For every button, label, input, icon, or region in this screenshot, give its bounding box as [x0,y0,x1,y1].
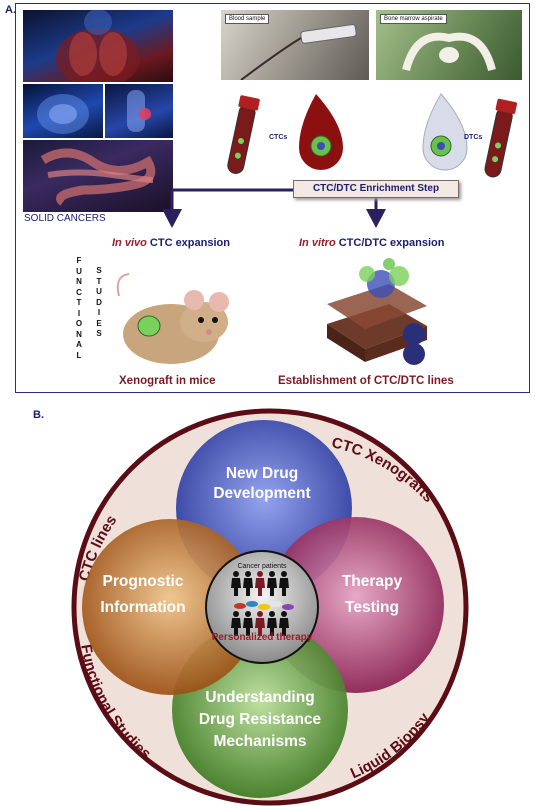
understanding-line-3: Mechanisms [213,733,306,750]
blood-tube-and-drop [227,94,343,174]
in-vitro-suffix: CTC/DTC expansion [335,237,445,249]
panel-b-diagram: CTC lines CTC Xenografts Functional Stud… [71,408,469,806]
vertical-letter: F [76,256,82,265]
cell-lines-caption: Establishment of CTC/DTC lines [278,375,454,387]
in-vitro-prefix: In vitro [299,237,336,249]
blood-sample-photo: Blood sample [221,10,369,80]
vertical-letter: L [76,350,82,360]
vertical-letter: E [96,318,102,328]
person-icon [255,611,265,636]
person-icon [267,571,277,596]
anatomy-colon-image [105,84,173,138]
prognostic-line-1: Prognostic [103,573,184,590]
vertical-letter: U [96,287,102,296]
anatomy-kidney-image [23,84,103,138]
center-bottom-label: Personalized therapy [212,632,313,643]
person-icon [255,571,265,596]
torso-illustration [56,10,140,82]
bone-marrow-label: Bone marrow aspirate [380,14,447,24]
kidney-illustration [37,94,89,134]
vertical-letter: O [75,319,83,328]
ctcs-label: CTCs [269,134,288,141]
circle-prognostic-information [82,519,258,695]
patients-row-top [231,571,289,596]
person-icon [243,571,253,596]
vertical-letter: I [97,308,101,317]
understanding-line-1: Understanding [205,689,314,706]
understanding-line-2: Drug Resistance [199,711,322,728]
panel-a-label: A. [5,4,16,16]
colon-illustration [127,90,151,132]
anatomy-intestine-image [23,140,173,212]
new-drug-line-2: Development [213,485,310,502]
pills-icon [234,601,294,610]
blood-draw-illustration [240,24,357,80]
vertical-letter: S [96,266,102,275]
vertical-letter: D [96,297,102,307]
vertical-letter: S [96,329,102,338]
prognostic-line-2: Information [100,599,185,616]
mouse-illustration [116,273,229,364]
vertical-letter: I [77,308,81,318]
panel-b-label: B. [33,409,44,421]
vertical-letter: U [76,266,82,276]
panel-a-frame: SOLID CANCERS Blood sample Bone marrow a… [15,3,530,393]
marrow-tube-icon [484,98,517,178]
blood-tube-icon [227,95,260,174]
vertical-letter: N [76,277,82,286]
arrow-in-vitro-icon [366,209,386,228]
pelvis-illustration [402,32,496,72]
vertical-letter: N [76,329,82,339]
arrow-in-vivo-icon [162,209,182,228]
vertical-letter: C [76,287,82,297]
therapy-line-1: Therapy [342,573,403,590]
person-icon [279,611,289,636]
dtcs-label: DTCs [464,134,483,141]
person-icon [267,611,277,636]
in-vivo-suffix: CTC expansion [146,237,230,249]
dtc-drop-and-tube [422,93,517,178]
bone-marrow-photo: Bone marrow aspirate [376,10,522,80]
center-top-label: Cancer patients [237,563,287,570]
mouse-xenograft-image [109,256,239,374]
vertical-letter: T [76,298,82,307]
blood-drop-icon [299,94,343,170]
tumor-icon [137,315,161,337]
in-vivo-heading: In vivo CTC expansion [112,237,230,249]
solid-cancers-label: SOLID CANCERS [24,213,106,224]
person-icon [231,611,241,636]
intestine-illustration [40,148,156,206]
therapy-line-2: Testing [345,599,399,616]
blood-sample-label: Blood sample [225,14,270,24]
vertical-letter: A [76,340,82,349]
xenograft-caption: Xenograft in mice [119,375,216,387]
anatomy-lungs-image [23,10,173,82]
vertical-letter: T [96,276,102,286]
new-drug-line-1: New Drug [226,465,298,482]
flask-illustration [327,258,427,365]
in-vivo-prefix: In vivo [112,237,147,249]
person-icon [279,571,289,596]
enrichment-step-box: CTC/DTC Enrichment Step [293,180,459,198]
person-icon [231,571,241,596]
person-icon [243,611,253,636]
cell-lines-image [319,254,435,372]
patients-row-bottom [231,611,289,636]
in-vitro-heading: In vitro CTC/DTC expansion [299,237,444,249]
